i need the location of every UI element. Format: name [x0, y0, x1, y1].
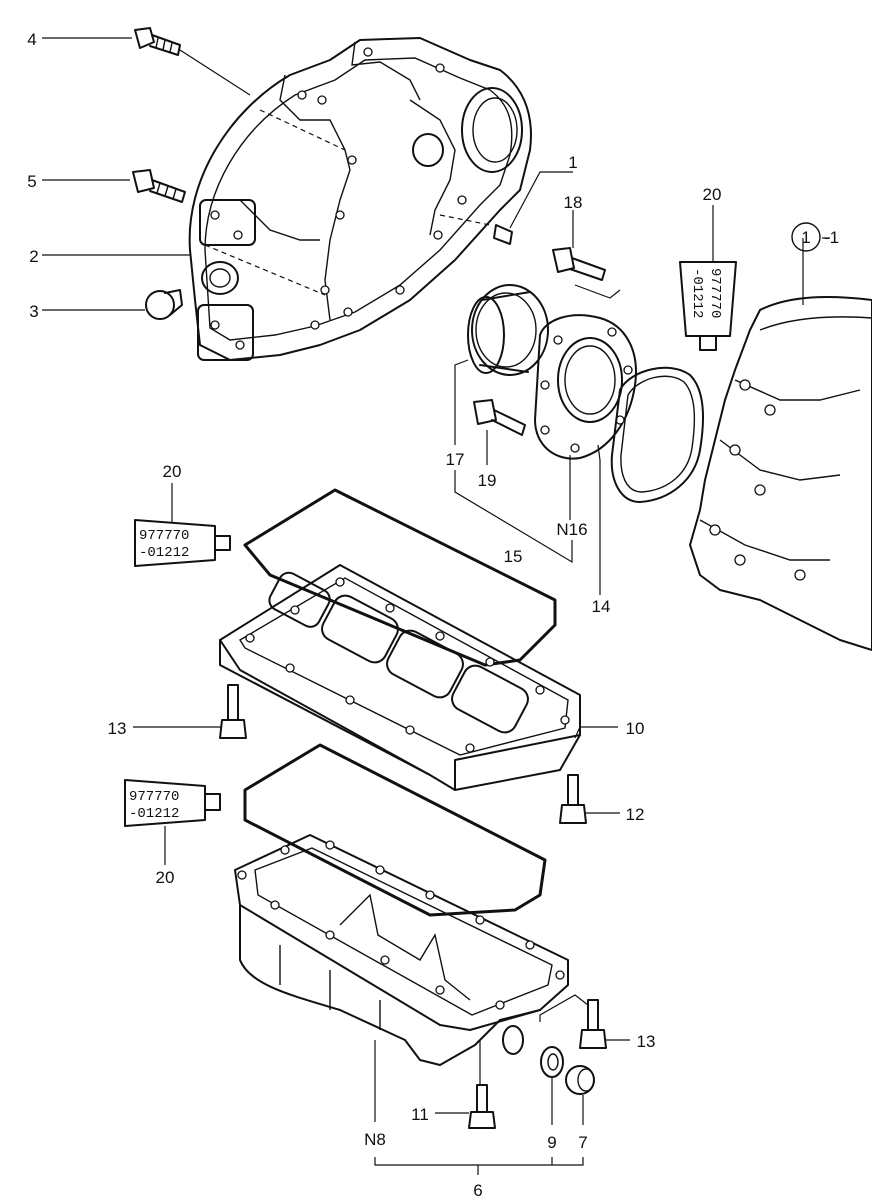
label-ref-circle-1: 1 — [801, 228, 810, 247]
leader-lines — [42, 37, 830, 1175]
bolt-19 — [473, 399, 526, 436]
seal-housing-n16 — [534, 314, 637, 460]
upper-oil-pan-10 — [219, 564, 581, 791]
tube-code-line1: 977770 — [139, 528, 189, 544]
label-part-13-lower: 13 — [637, 1032, 656, 1051]
tube-code-line1: 977770 — [707, 268, 723, 318]
lower-gasket — [243, 743, 547, 917]
label-part-n16: N16 — [556, 520, 587, 539]
sealant-tube-upper-right: 977770 -01212 — [679, 261, 737, 351]
tube-code-line2: -01212 — [129, 806, 179, 822]
label-part-15: 15 — [504, 547, 523, 566]
washer-9 — [540, 1046, 564, 1078]
engine-block — [689, 296, 872, 651]
tube-code-line2: -01212 — [139, 545, 189, 561]
bolt-5 — [132, 169, 186, 203]
label-part-1: 1 — [568, 153, 577, 172]
label-part-14: 14 — [592, 597, 611, 616]
label-part-17: 17 — [446, 450, 465, 469]
label-ref-suffix: -1 — [824, 228, 839, 247]
label-part-5: 5 — [27, 172, 36, 191]
oil-seal-17 — [467, 284, 549, 376]
gasket-15 — [243, 488, 557, 667]
bolt-12 — [559, 774, 587, 824]
label-part-7: 7 — [578, 1133, 587, 1152]
sealant-tube-left-lower: 977770 -01212 — [124, 779, 221, 827]
bolt-13-lower — [579, 999, 607, 1049]
label-part-20-left-lower: 20 — [156, 868, 175, 887]
label-part-n8: N8 — [364, 1130, 386, 1149]
tube-code-line2: -01212 — [689, 268, 705, 318]
bolt-13-upper — [219, 684, 247, 739]
label-part-10: 10 — [626, 719, 645, 738]
guide-line-18 — [574, 284, 621, 299]
part-labels: 1 1 -1 2 3 4 5 6 7 N8 9 10 11 12 13 13 1… — [27, 30, 839, 1200]
tube-code-line1: 977770 — [129, 789, 179, 805]
sealant-tube-left-upper: 977770 -01212 — [134, 519, 231, 567]
label-part-18: 18 — [564, 193, 583, 212]
bolt-18 — [552, 247, 606, 281]
label-part-13-upper: 13 — [108, 719, 127, 738]
reference-circle — [791, 222, 821, 252]
label-part-4: 4 — [27, 30, 36, 49]
flywheel-housing — [188, 37, 532, 361]
dowel-pin-1 — [493, 224, 513, 245]
bolt-11 — [468, 1084, 496, 1129]
gasket-14 — [610, 366, 704, 503]
label-part-6: 6 — [473, 1181, 482, 1200]
label-part-20-left-upper: 20 — [163, 462, 182, 481]
label-part-19: 19 — [478, 471, 497, 490]
label-part-3: 3 — [29, 302, 38, 321]
plug-3 — [145, 289, 183, 320]
drain-plug-7 — [565, 1065, 595, 1095]
label-part-2: 2 — [29, 247, 38, 266]
label-part-20-right: 20 — [703, 185, 722, 204]
bolt-4 — [134, 27, 181, 56]
label-part-11: 11 — [411, 1105, 429, 1124]
lower-oil-pan-n8 — [234, 834, 569, 1066]
label-part-12: 12 — [626, 805, 645, 824]
label-part-9: 9 — [547, 1133, 556, 1152]
